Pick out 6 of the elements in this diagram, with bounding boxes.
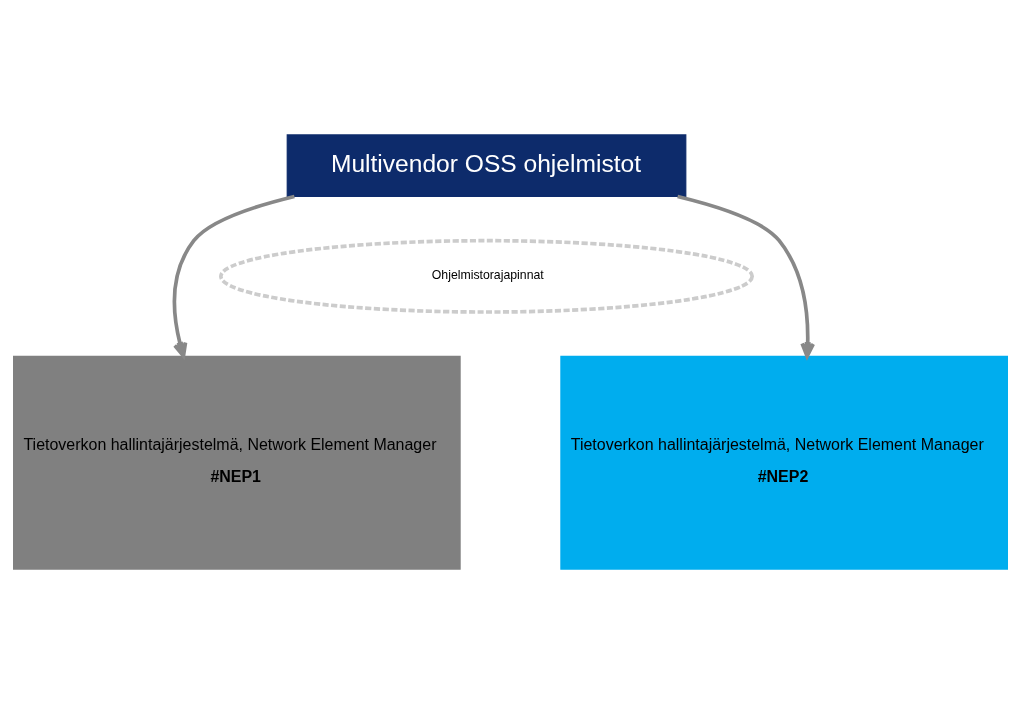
node-box: Multivendor OSS ohjelmistot [286,134,687,198]
node-ellipse: Ohjelmistorajapinnat [219,238,755,314]
node-box: Tietoverkon hallintajärjestelmä, Network Element Manager #NEP1 [13,355,461,570]
arrow [677,194,816,359]
arrow [172,194,295,358]
node-box: Tietoverkon hallintajärjestelmä, Network Element Manager #NEP2 [560,355,1008,570]
